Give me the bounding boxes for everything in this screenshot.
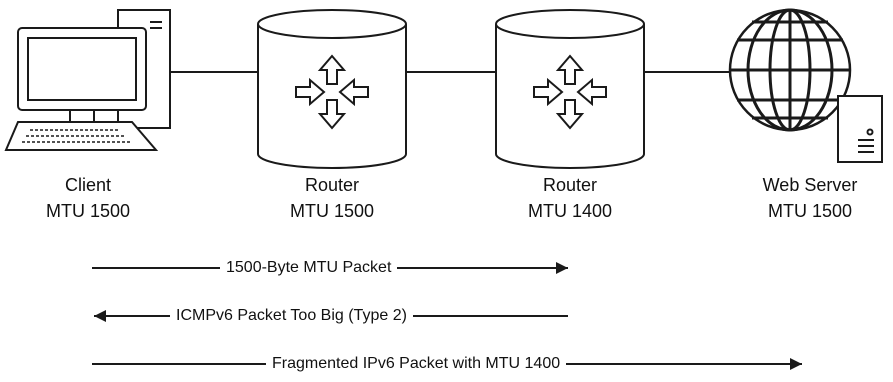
node-mtu: MTU 1500 — [767, 201, 853, 221]
flow-label-2: ICMPv6 Packet Too Big (Type 2) — [170, 306, 413, 326]
web-server-box-icon — [837, 95, 883, 163]
web-server-globe-icon — [728, 8, 852, 132]
node-name: Router — [304, 175, 360, 195]
flow-label-1: 1500-Byte MTU Packet — [220, 258, 398, 278]
node-mtu: MTU 1400 — [527, 201, 613, 221]
node-name: Client — [64, 175, 112, 195]
router-2-icon — [495, 9, 645, 169]
client-computer-icon — [4, 9, 171, 151]
node-label-web-server: Web Server MTU 1500 — [730, 172, 890, 224]
node-mtu: MTU 1500 — [45, 201, 131, 221]
node-label-router-2: Router MTU 1400 — [490, 172, 650, 224]
node-name: Web Server — [762, 175, 858, 195]
node-label-client: Client MTU 1500 — [8, 172, 168, 224]
router-1-icon — [257, 9, 407, 169]
flow-label-3: Fragmented IPv6 Packet with MTU 1400 — [266, 354, 567, 374]
node-name: Router — [542, 175, 598, 195]
node-label-router-1: Router MTU 1500 — [252, 172, 412, 224]
node-mtu: MTU 1500 — [289, 201, 375, 221]
